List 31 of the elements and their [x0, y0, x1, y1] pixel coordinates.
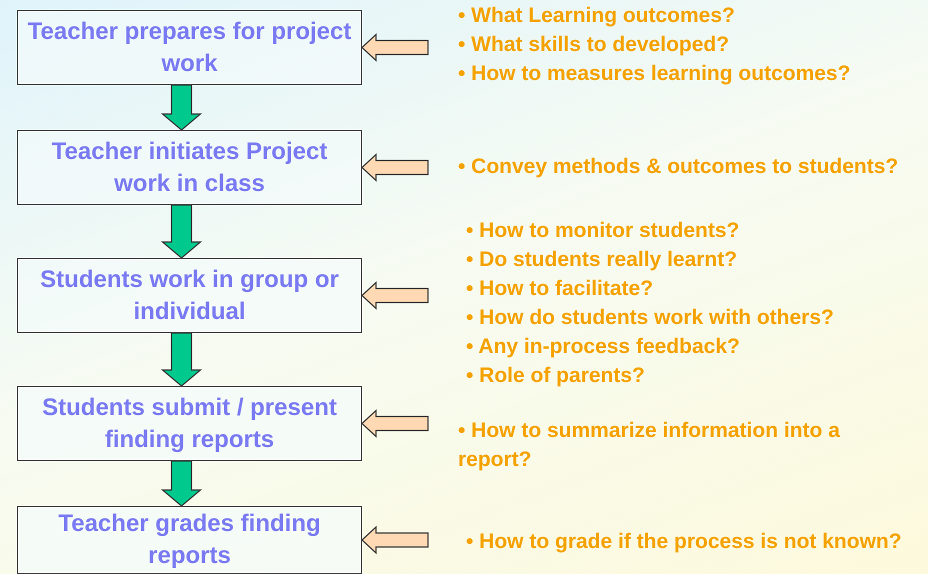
- block-arrow: [361, 153, 429, 182]
- question-text: • How to summarize information into a report?: [458, 418, 841, 473]
- question-text: • Any in-process feedback?: [466, 334, 741, 360]
- block-arrow: [361, 526, 429, 554]
- block-arrow: [160, 460, 202, 507]
- question-text: • Convey methods & outcomes to students?: [458, 154, 900, 180]
- question-text: • Role of parents?: [466, 363, 646, 389]
- question-text: • How to monitor students?: [466, 218, 740, 244]
- block-arrow: [361, 409, 429, 438]
- block-arrow: [160, 84, 202, 131]
- block-arrow: [160, 204, 202, 259]
- process-box: [17, 386, 362, 461]
- step-text: Students submit / present finding reports: [41, 392, 338, 454]
- process-box: [17, 258, 362, 333]
- question-text: • What Learning outcomes?: [458, 2, 736, 28]
- block-arrow: [361, 33, 429, 62]
- question-text: • How to grade if the process is not known?: [466, 528, 903, 554]
- step-text: Students work in group or individual: [39, 264, 340, 326]
- question-text: • How to facilitate?: [466, 276, 654, 302]
- question-text: • What skills to developed?: [458, 32, 730, 58]
- step-text: Teacher grades finding reports: [57, 509, 322, 571]
- question-text: • How do students work with others?: [466, 305, 835, 331]
- step-text: Teacher initiates Project work in class: [50, 136, 328, 198]
- block-arrow: [160, 332, 202, 387]
- process-box: [17, 130, 362, 205]
- step-text: Teacher prepares for project work: [26, 16, 352, 78]
- question-text: • How to measures learning outcomes?: [458, 60, 852, 86]
- question-text: • Do students really learnt?: [466, 247, 738, 273]
- block-arrow: [361, 281, 429, 310]
- process-box: [17, 10, 362, 85]
- process-box: [17, 506, 362, 574]
